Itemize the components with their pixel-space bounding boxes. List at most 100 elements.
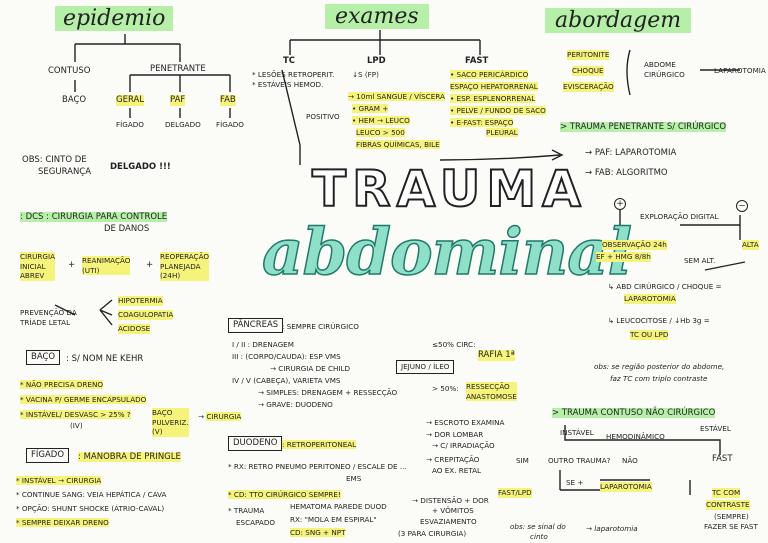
abd-evisc: EVISCERAÇÃO	[563, 82, 614, 92]
triad-1: HIPOTERMIA	[118, 296, 163, 306]
plus-sign: +	[68, 260, 76, 270]
obs-result: DELGADO !!!	[110, 162, 171, 172]
pan-g2b: → CIRURGIA DE CHILD	[270, 364, 351, 373]
obs-line2: SEGURANÇA	[38, 167, 92, 177]
tc-l1: * LESÕES RETROPERIT.	[252, 70, 335, 79]
duo-tr2: ESCAPADO	[236, 518, 276, 527]
triad-3: ACIDOSE	[118, 324, 151, 334]
pos-l3: • HEM → LEUCO	[352, 116, 410, 125]
abd-hemo: HEMODINÂMICO	[606, 432, 665, 441]
title-abdominal: abdominal	[261, 214, 633, 291]
header-abordagem: abordagem	[545, 8, 692, 33]
abd-obs2: EF + HMG 8/8h	[596, 252, 651, 262]
abd-inst: INSTÁVEL	[560, 428, 594, 437]
minus-circle: −	[736, 200, 748, 212]
pan-g3b: → SIMPLES: DRENAGEM + RESSECÇÃO	[258, 388, 398, 397]
duo-tr4: RX: "MOLA EM ESPIRAL"	[290, 515, 377, 524]
pan-g1: I / II : DRENAGEM	[232, 340, 294, 349]
epi-contuso: CONTUSO	[48, 66, 91, 76]
pan-g2: III : (CORPO/CAUDA): ESP VMS	[232, 352, 341, 361]
abd-lap1: LAPAROTOMIA	[714, 66, 766, 75]
epi-delgado: DELGADO	[165, 120, 201, 129]
tc-l2: * ESTÁVEIS HEMOD.	[252, 80, 324, 89]
pan-g3: IV / V (CABEÇA), VARIETA VMS	[232, 376, 341, 385]
duo-cd: * CD: TTO CIRÚRGICO SEMPRE!	[228, 490, 341, 499]
figado-l4: * SEMPRE DEIXAR DRENO	[16, 518, 109, 527]
pan-g3c: → GRAVE: DUODENO	[258, 400, 333, 409]
dcs-title: : DCS : CIRURGIA PARA CONTROLE	[20, 212, 168, 222]
baco-l3b: (IV)	[70, 421, 83, 430]
figado-l3: * OPÇÃO: SHUNT SHOCKE (ÁTRIO-CAVAL)	[16, 504, 165, 513]
duo-side3: → C/ IRRADIAÇÃO	[432, 441, 495, 450]
jej-c1: ≤50% CIRC:	[432, 340, 476, 349]
fast-l5: • E-FAST: ESPAÇO	[450, 118, 514, 127]
abd-sim: SIM	[516, 456, 529, 465]
baco-l2: * VACINA P/ GERME ENCAPSULADO	[20, 395, 147, 404]
dcs-title2: DE DANOS	[104, 224, 150, 234]
fast-l6: PLEURAL	[486, 128, 518, 137]
abd-lap2: LAPAROTOMIA	[600, 482, 652, 492]
abd-fast2: FAST	[712, 454, 733, 464]
fast-l1: • SACO PERICÁRDICO	[450, 70, 529, 79]
jej-r1: RAFIA 1ª	[478, 350, 515, 361]
duodeno-desc: : RETROPERITONEAL	[282, 440, 357, 449]
jej-c2: > 50%:	[432, 384, 459, 393]
duo-tr1: * TRAUMA	[228, 506, 265, 515]
duo-side2: → DOR LOMBAR	[426, 430, 484, 439]
baco-label: BAÇO	[26, 350, 61, 365]
abd-se: SE +	[566, 478, 584, 487]
abd-obsb: obs: se sinal do	[510, 522, 566, 531]
abd-a4: TC OU LPD	[630, 330, 669, 340]
abd-tp: > TRAUMA PENETRANTE S/ CIRÚRGICO	[560, 122, 727, 132]
baco-result: → CIRURGIA	[198, 412, 242, 421]
fast-l2: ESPAÇO HEPATORRENAL	[450, 82, 538, 91]
duo-side5: AO EX. RETAL	[432, 466, 482, 475]
duo-side1: → ESCROTO EXAMINA	[426, 418, 505, 427]
epi-figado2: FÍGADO	[216, 120, 244, 129]
exam-lpd: LPD	[367, 56, 386, 66]
abd-peri: PERITONITE	[567, 50, 610, 60]
duo-tr3: HEMATOMA PAREDE DUOD	[290, 502, 387, 511]
plus-sign: +	[146, 260, 154, 270]
lpd-s: ↓S (FP)	[352, 70, 379, 79]
figado-desc: : MANOBRA DE PRINGLE	[78, 452, 181, 462]
abd-obs1: OBSERVAÇÃO 24h	[602, 240, 667, 250]
abd-tcc3: (SEMPRE)	[714, 512, 749, 521]
exam-fast: FAST	[465, 56, 489, 66]
abd-fab: → FAB: ALGORITMO	[585, 168, 668, 178]
baco-l1: * NÃO PRECISA DRENO	[20, 380, 103, 389]
obs-label: OBS: CINTO DE	[22, 155, 87, 165]
pos-l1: → 10ml SANGUE / VÍSCERA	[348, 92, 445, 101]
figado-l2: * CONTINUE SANG: VEIA HEPÁTICA / CAVA	[16, 490, 167, 499]
abd-expl: EXPLORAÇÃO DIGITAL	[640, 212, 719, 221]
epi-geral: GERAL	[116, 95, 145, 106]
abd-semalt: SEM ALT.	[684, 256, 716, 265]
abd-a3: ↳ LEUCOCITOSE / ↓Hb 3g =	[608, 316, 710, 325]
triad-2: COAGULOPATIA	[118, 310, 174, 320]
abd-nao: NÃO	[622, 456, 638, 465]
baco-desc: : S/ NOM NE KEHR	[66, 354, 144, 364]
fast-l3: • ESP. ESPLENORRENAL	[450, 94, 536, 103]
positivo: POSITIVO	[306, 112, 340, 121]
baco-l3: * INSTÁVEL/ DESVASC > 25% ?	[20, 410, 131, 419]
epi-figado1: FÍGADO	[116, 120, 144, 129]
abd-obsn2: faz TC com triplo contraste	[610, 374, 708, 383]
pancreas-desc: : SEMPRE CIRÚRGICO	[282, 322, 359, 331]
pos-l2: • GRAM +	[352, 104, 389, 113]
epi-paf: PAF	[170, 95, 186, 106]
dcs-step2: REANIMAÇÃO(UTI)	[82, 256, 131, 275]
jejuno-label: JEJUNO / ÍLEO	[396, 360, 455, 374]
epi-fab: FAB	[220, 95, 236, 106]
abd-choque: CHOQUE	[572, 66, 604, 76]
figado-label: FÍGADO	[26, 448, 70, 463]
duo-rx2: EMS	[346, 474, 362, 483]
duo-tr6: → DISTENSÃO + DOR	[412, 496, 489, 505]
abd-a1: ↳ ABD CIRÚRGICO / CHOQUE =	[608, 282, 722, 291]
